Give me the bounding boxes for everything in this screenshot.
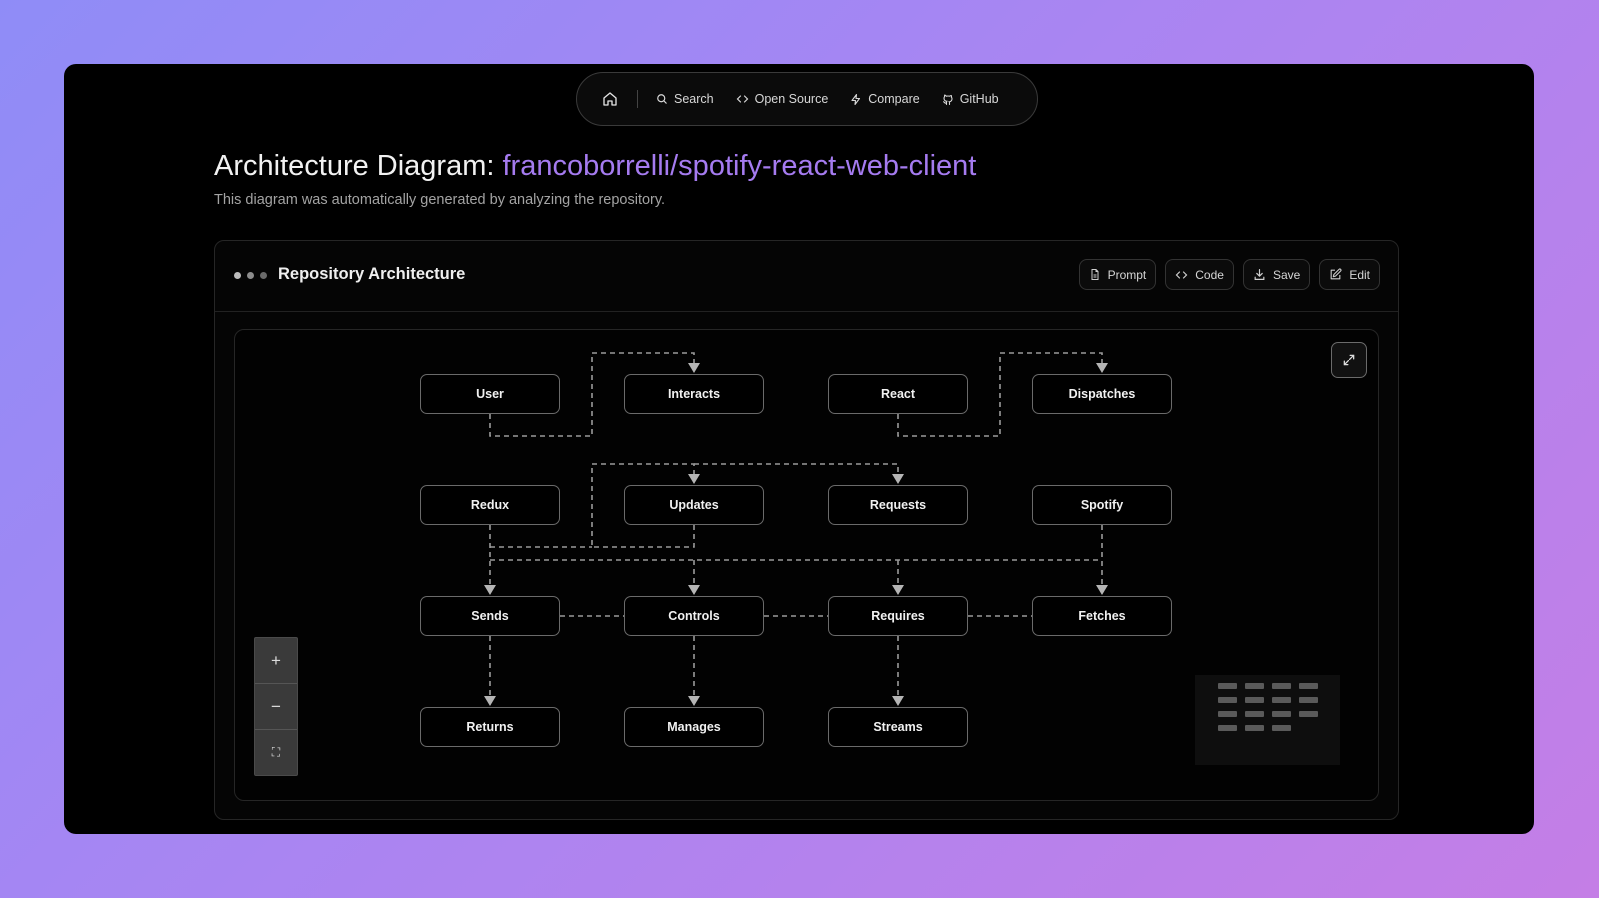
node-redux[interactable]: Redux	[420, 485, 560, 525]
code-button-label: Code	[1195, 267, 1224, 282]
nav-item-github[interactable]: GitHub	[942, 92, 999, 106]
app-window: Search Open Source Compare GitHub Archit…	[64, 64, 1534, 834]
node-streams[interactable]: Streams	[828, 707, 968, 747]
edit-button-label: Edit	[1349, 267, 1370, 282]
node-updates[interactable]: Updates	[624, 485, 764, 525]
nav-item-open-source[interactable]: Open Source	[736, 92, 829, 106]
diagram-panel: Repository Architecture Prompt Code Save…	[214, 240, 1399, 820]
home-icon[interactable]	[599, 88, 621, 110]
edge-to-requests	[694, 463, 899, 475]
edge-arrowheads	[484, 363, 1108, 706]
edit-button[interactable]: Edit	[1319, 259, 1380, 290]
page-title-prefix: Architecture Diagram:	[214, 150, 495, 182]
node-manages[interactable]: Manages	[624, 707, 764, 747]
fullscreen-button[interactable]	[1331, 342, 1367, 378]
top-nav: Search Open Source Compare GitHub	[576, 72, 1038, 126]
edge-updates-loop	[591, 463, 695, 548]
save-button[interactable]: Save	[1242, 259, 1311, 290]
code-button[interactable]: Code	[1165, 259, 1234, 290]
edit-icon	[1330, 268, 1342, 280]
window-dots-icon	[234, 272, 267, 279]
node-dispatches[interactable]: Dispatches	[1032, 374, 1172, 414]
nav-item-search[interactable]: Search	[656, 92, 714, 106]
nav-item-label: Open Source	[754, 92, 829, 106]
download-icon	[1254, 269, 1265, 280]
bolt-icon	[851, 93, 861, 105]
nav-item-compare[interactable]: Compare	[850, 92, 920, 106]
node-fetches[interactable]: Fetches	[1032, 596, 1172, 636]
code-icon	[1175, 270, 1188, 279]
nav-item-label: Search	[674, 92, 714, 106]
expand-icon	[1343, 354, 1355, 366]
github-icon	[942, 93, 953, 105]
edge-react-dispatches	[897, 352, 1103, 437]
repo-name-link[interactable]: francoborrelli/spotify-react-web-client	[502, 150, 977, 182]
node-sends[interactable]: Sends	[420, 596, 560, 636]
node-react[interactable]: React	[828, 374, 968, 414]
save-button-label: Save	[1272, 267, 1301, 282]
page-title: Architecture Diagram: francoborrelli/spo…	[214, 150, 976, 183]
panel-title: Repository Architecture	[278, 265, 466, 283]
prompt-button[interactable]: Prompt	[1078, 259, 1157, 290]
zoom-controls: + − ⛶	[254, 637, 298, 776]
fit-view-button[interactable]: ⛶	[271, 745, 281, 759]
nav-item-label: GitHub	[959, 92, 999, 106]
search-icon	[657, 94, 667, 104]
diagram-canvas[interactable]: User Interacts React Dispatches Redux Up…	[234, 329, 1379, 801]
node-requests[interactable]: Requests	[828, 485, 968, 525]
prompt-button-label: Prompt	[1107, 267, 1147, 282]
panel-header: Repository Architecture Prompt Code Save…	[215, 241, 1398, 312]
nav-divider	[637, 90, 638, 108]
code-icon	[736, 95, 748, 103]
zoom-in-button[interactable]: +	[255, 638, 297, 684]
page-subtitle: This diagram was automatically generated…	[214, 192, 666, 208]
node-spotify[interactable]: Spotify	[1032, 485, 1172, 525]
edge-user-interacts	[489, 352, 695, 437]
node-controls[interactable]: Controls	[624, 596, 764, 636]
zoom-out-button[interactable]: −	[255, 684, 297, 730]
node-interacts[interactable]: Interacts	[624, 374, 764, 414]
node-requires[interactable]: Requires	[828, 596, 968, 636]
node-user[interactable]: User	[420, 374, 560, 414]
nav-item-label: Compare	[868, 92, 920, 106]
minimap-nodes	[1218, 683, 1318, 731]
document-icon	[1091, 269, 1099, 280]
panel-actions: Prompt Code Save Edit	[1078, 259, 1380, 290]
node-returns[interactable]: Returns	[420, 707, 560, 747]
diagram-edges	[484, 352, 1108, 706]
minimap[interactable]	[1195, 675, 1340, 765]
